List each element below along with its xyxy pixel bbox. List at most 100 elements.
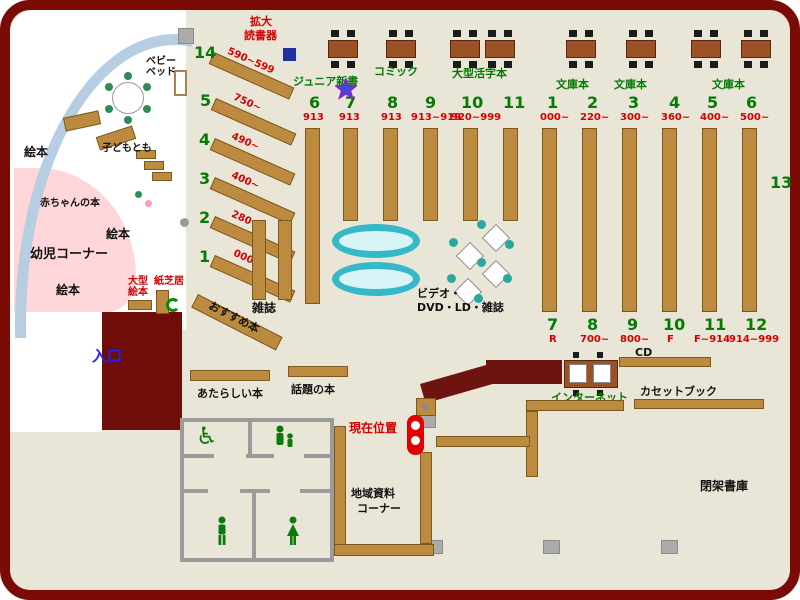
shelf-number: 14: [194, 43, 217, 62]
step-shelf: [136, 150, 156, 159]
step-shelf: [152, 172, 172, 181]
step-shelf: [144, 161, 164, 170]
current-location-icon-dot: [411, 421, 420, 430]
shelf-range: 913: [303, 112, 324, 123]
shelf-range: 913: [381, 112, 402, 123]
baby-bed-label: ベビーベッド: [146, 56, 176, 78]
chair: [694, 61, 702, 68]
stack-shelf: [542, 128, 557, 312]
shelf-number: 5: [200, 91, 212, 110]
shelf-number: 5: [707, 93, 719, 112]
pillar: [543, 540, 560, 554]
shelf-number: 2: [587, 93, 599, 112]
chair: [504, 61, 512, 68]
chair: [694, 30, 702, 37]
chair: [405, 61, 413, 68]
shelf-number: 8: [587, 315, 599, 334]
chair: [585, 61, 593, 68]
chair: [389, 61, 397, 68]
star-icon: [335, 78, 357, 100]
bunko-label: 文庫本: [712, 78, 745, 91]
chair: [488, 61, 496, 68]
kamishibai-label: 紙芝居: [154, 276, 184, 287]
wall: [246, 454, 274, 458]
closed-stacks-label: 閉架書庫: [700, 479, 749, 493]
shelf-range: F: [667, 334, 674, 345]
stack-shelf: [423, 128, 438, 221]
cassette-shelf: [634, 399, 764, 409]
chair: [645, 61, 653, 68]
shelf-range: R: [549, 334, 557, 345]
curved-wall-clip: [10, 26, 192, 338]
shelf-range: 920~999: [451, 112, 502, 123]
chair: [469, 61, 477, 68]
regional-shelf: [420, 452, 432, 544]
entrance-floor: [10, 328, 102, 432]
stool: [145, 200, 152, 207]
cassette-label: カセットブック: [640, 385, 717, 398]
shelf-number: 11: [503, 93, 526, 112]
stool: [474, 294, 483, 303]
bunko-label: 文庫本: [614, 78, 647, 91]
stack-shelf: [343, 128, 358, 221]
stool: [124, 72, 132, 80]
stool: [422, 403, 429, 410]
wall: [252, 489, 256, 562]
shelf-number: 11: [704, 315, 727, 334]
chair: [405, 30, 413, 37]
stool: [105, 105, 113, 113]
chair: [347, 30, 355, 37]
regional-shelf: [334, 544, 434, 556]
kids-round-table: [112, 82, 144, 114]
chair: [710, 61, 718, 68]
infant-corner-label: 幼児コーナー: [30, 247, 109, 262]
chair: [597, 390, 603, 396]
shelf-number: 6: [309, 93, 321, 112]
wheelchair-icon: ♿: [196, 422, 218, 450]
shelf-range: 913: [339, 112, 360, 123]
video-corner-label-2: DVD・LD・雑誌: [417, 301, 504, 314]
magazine-display-rack: [332, 224, 420, 258]
video-corner-label-1: ビデオ・: [417, 287, 461, 300]
reading-table: [566, 40, 596, 58]
reading-table: [485, 40, 515, 58]
shelf-range: 220~: [580, 112, 610, 123]
regional-shelf: [436, 436, 530, 447]
internet-pc: [569, 364, 587, 383]
wall: [248, 418, 252, 458]
shelf-number: 7: [547, 315, 559, 334]
cd-label: CD: [635, 346, 653, 359]
chair: [760, 61, 768, 68]
stack-shelf: [662, 128, 677, 312]
stool: [105, 83, 113, 91]
shelf-number: 4: [669, 93, 681, 112]
shelf-number: 4: [199, 130, 211, 149]
new-books-label: あたらしい本: [197, 387, 263, 400]
chair: [453, 30, 461, 37]
large-picturebooks-shelf: [128, 300, 152, 310]
stack-shelf: [702, 128, 717, 312]
shelf-number: 9: [627, 315, 639, 334]
stool: [449, 238, 458, 247]
baby-care-icon: [272, 424, 298, 452]
mens-restroom-icon: [214, 516, 230, 548]
shelf-number: 10: [663, 315, 686, 334]
picture-books-label: 絵本: [24, 145, 49, 159]
chair: [629, 61, 637, 68]
shelf-range: 300~: [620, 112, 650, 123]
shelf-number: 12: [745, 315, 768, 334]
large-picturebooks-label: 大型絵本: [128, 276, 148, 298]
picture-books-label: 絵本: [56, 283, 81, 297]
regional-corner-label-2: コーナー: [357, 502, 401, 515]
shelf-number: 1: [199, 247, 211, 266]
magnifying-reader-icon: [283, 48, 296, 61]
regional-shelf: [334, 426, 346, 556]
shelf-number: 10: [461, 93, 484, 112]
current-position-label: 現在位置: [349, 421, 398, 435]
stack-shelf: [526, 400, 624, 411]
shelf-range: 914~999: [729, 334, 780, 345]
chair: [569, 30, 577, 37]
stool: [143, 83, 151, 91]
shelf-range: 000~: [540, 112, 570, 123]
stool: [143, 105, 151, 113]
